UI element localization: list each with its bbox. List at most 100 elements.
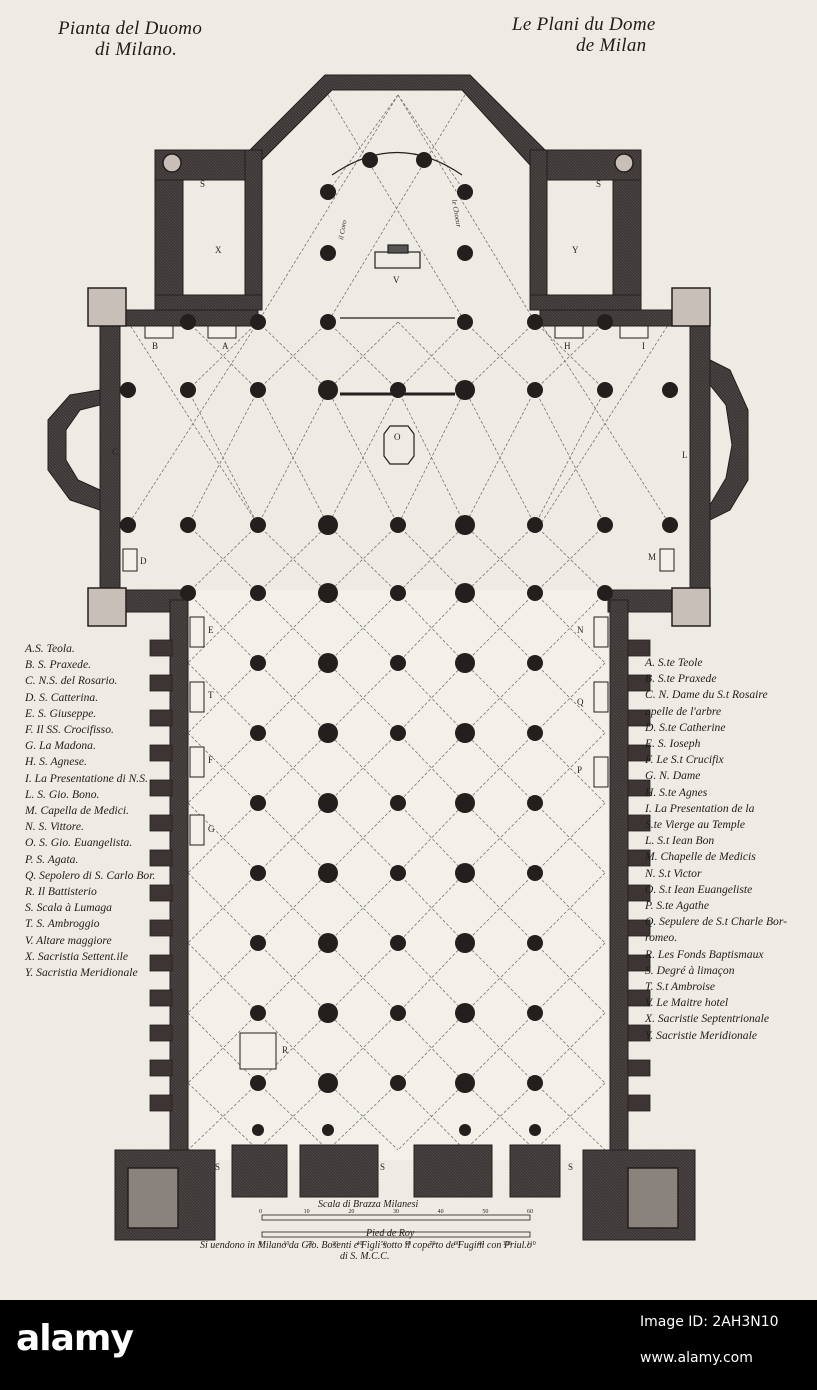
buttress [627, 639, 651, 657]
pier [318, 863, 338, 883]
scale-tick-label: 60 [405, 1241, 411, 1247]
pier [120, 517, 136, 533]
buttress [149, 849, 173, 867]
plan-label-p: P [577, 765, 582, 775]
pier [180, 314, 196, 330]
wall-buttresses [149, 639, 651, 1112]
vault-rib [257, 94, 399, 323]
pier [318, 515, 338, 535]
chapel-altars [122, 325, 675, 1070]
pier [318, 1073, 338, 1093]
pier [529, 1124, 541, 1136]
scale-tick-label: 60 [527, 1209, 533, 1215]
title-italian: Pianta del Duomo di Milano. [58, 18, 202, 60]
legend-italian-item: Q. Sepolero di S. Carlo Bor. [25, 868, 156, 882]
pier [527, 1005, 543, 1021]
vault-rib [534, 524, 606, 594]
vault-rib [397, 872, 466, 944]
vault-rib [327, 872, 399, 944]
plan-label-a: A [222, 341, 229, 351]
pier [320, 184, 336, 200]
vault-rib [257, 802, 329, 874]
vault-rib [257, 802, 329, 874]
vault-rib [327, 662, 399, 734]
legend-french-item: romeo. [645, 931, 678, 945]
vault-rib [464, 732, 536, 804]
vault-rib [327, 662, 399, 734]
legend-french-item: I. La Presentation de la [645, 801, 755, 815]
vault-rib [327, 592, 399, 664]
pier [250, 1075, 266, 1091]
plan-label-t: T [208, 690, 214, 700]
buttress [627, 1024, 651, 1042]
pier [250, 935, 266, 951]
buttress [627, 709, 651, 727]
scale-tick-label: 10 [304, 1209, 310, 1215]
legend-italian-item: B. S. Praxede. [25, 658, 91, 672]
vault-rib [397, 94, 536, 323]
vault-ribs [127, 94, 671, 1151]
plan-label-s-1: S [200, 179, 205, 189]
vault-rib [187, 732, 259, 804]
vault-rib [187, 732, 259, 804]
buttress [627, 849, 651, 867]
pier [455, 863, 475, 883]
legend-french-item: X. Sacristie Septentrionale [645, 1012, 769, 1026]
vault-rib [257, 942, 329, 1014]
stock-logo[interactable]: alamy [16, 1318, 134, 1359]
title-italian-line-2: di Milano. [95, 39, 178, 60]
vault-rib [397, 802, 466, 874]
legend-french-item: B. S.te Praxede [645, 672, 717, 686]
scale-tick-label: 20 [308, 1241, 314, 1247]
pier [455, 1073, 475, 1093]
pier [250, 1005, 266, 1021]
vault-rib [257, 1012, 329, 1084]
legend-french-item: apelle de l'arbre [645, 704, 722, 718]
pier [390, 585, 406, 601]
scale-tick-label: 80 [454, 1241, 460, 1247]
vault-rib [187, 389, 259, 526]
scale-tick-label: 0 [259, 1241, 262, 1247]
scale-tick-label: 20 [348, 1209, 354, 1215]
vault-rib [257, 524, 329, 594]
vault-rib [397, 942, 466, 1014]
vault-rib [187, 1012, 259, 1084]
vault-rib [534, 1012, 606, 1084]
vault-rib [397, 732, 466, 804]
legend-italian-item: L. S. Gio. Bono. [25, 787, 100, 801]
vault-rib [539, 321, 671, 526]
scale-tick-label: 70 [430, 1241, 436, 1247]
scale-tick-label: 10 [283, 1241, 289, 1247]
scale-tick-label: 50 [381, 1241, 387, 1247]
buttress [149, 639, 173, 657]
vault-rib [327, 802, 399, 874]
vault-rib [257, 872, 329, 944]
title-french-line-1: Le Plani du Dome [512, 14, 656, 35]
scale-tick-label: 40 [438, 1209, 444, 1215]
vault-rib [187, 872, 259, 944]
vault-rib [327, 732, 399, 804]
vault-rib [464, 1082, 536, 1151]
vault-rib [534, 662, 606, 734]
stock-url[interactable]: www.alamy.com [640, 1350, 753, 1366]
vault-rib [327, 732, 399, 804]
vault-rib [464, 524, 536, 594]
plan-label-coro: il Coro [337, 219, 348, 240]
pier [527, 655, 543, 671]
legend-italian-item: G. La Madona. [25, 739, 96, 753]
vault-rib [397, 662, 466, 734]
vault-rib [187, 321, 259, 391]
plan-label-d: D [140, 556, 147, 566]
buttress [627, 884, 651, 902]
title-italian-line-1: Pianta del Duomo [58, 18, 203, 39]
pier [527, 382, 543, 398]
vault-rib [534, 872, 606, 944]
vault-rib [464, 1012, 536, 1084]
legend-italian-item: D. S. Catterina. [25, 690, 99, 704]
vault-rib [187, 592, 259, 664]
buttress [149, 954, 173, 972]
vault-rib [327, 321, 399, 391]
pier [250, 314, 266, 330]
vault-rib [464, 1012, 536, 1084]
